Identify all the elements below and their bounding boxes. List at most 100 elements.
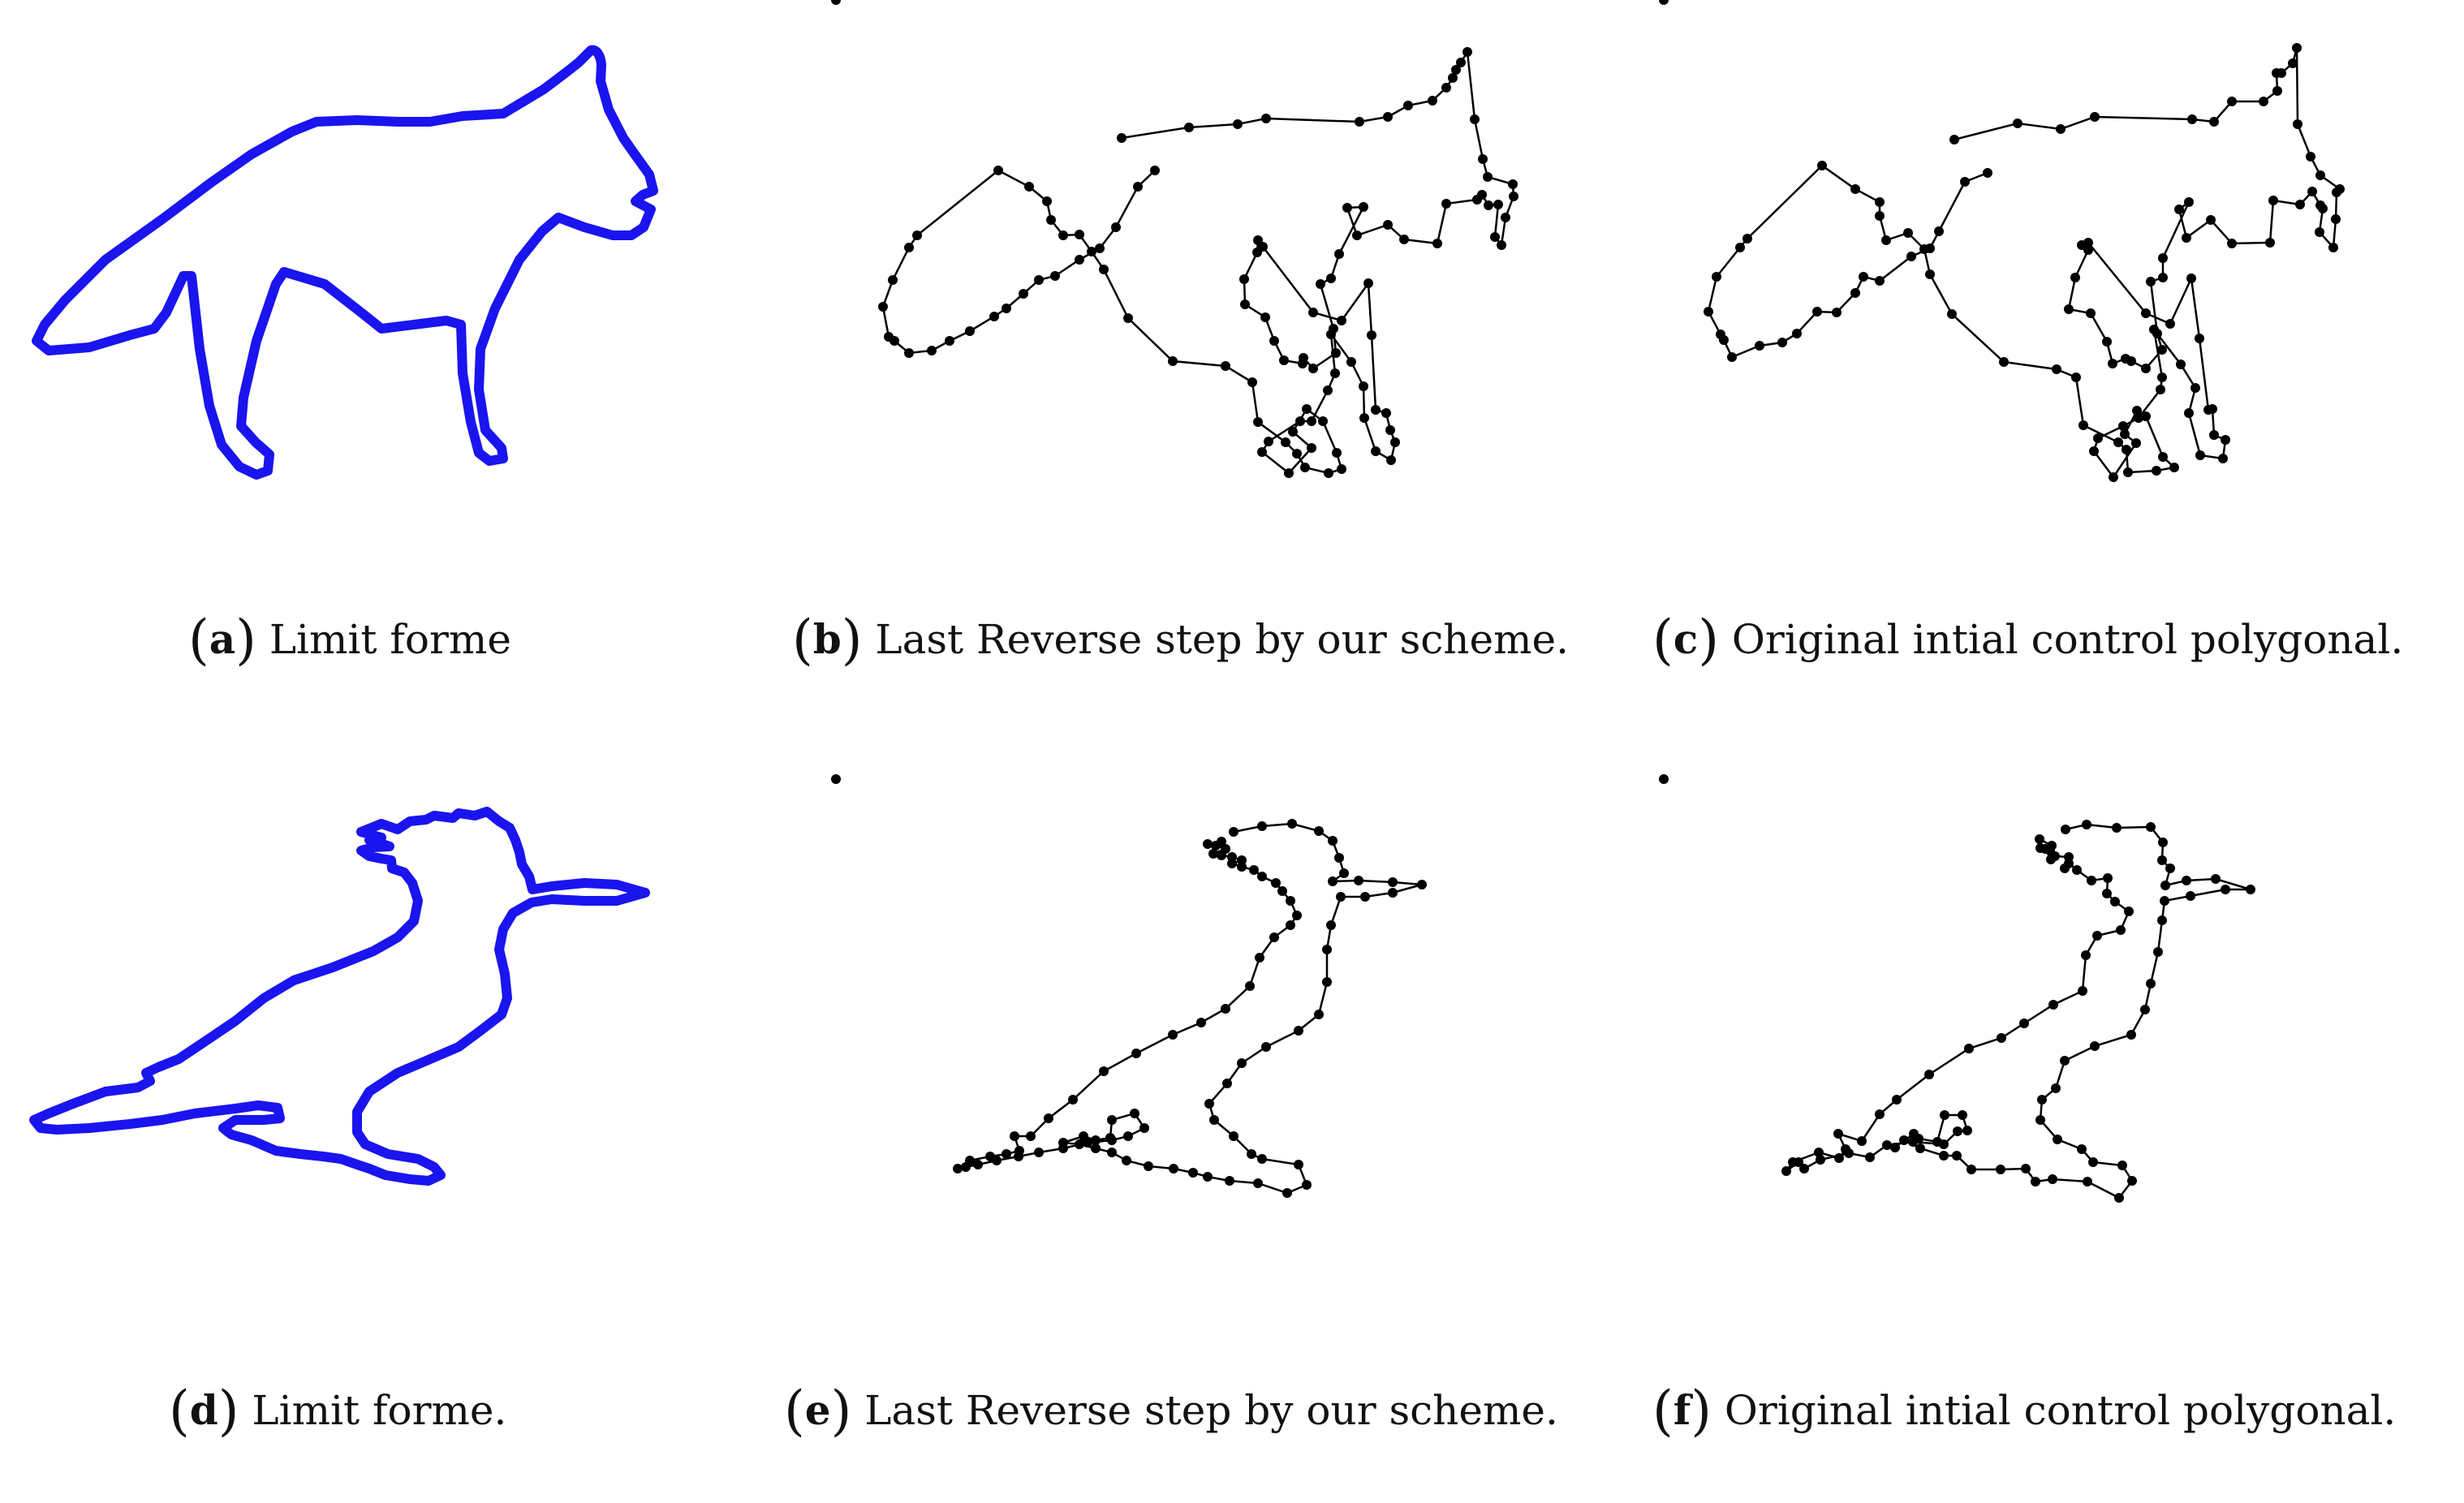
control-point [1966, 1165, 1976, 1174]
control-point [2157, 915, 2167, 925]
bird-control-polygon-e [831, 774, 1427, 1198]
control-point [2112, 823, 2122, 833]
control-point [2108, 359, 2117, 368]
control-point [1111, 222, 1121, 232]
control-point [1363, 278, 1373, 288]
control-point [1300, 463, 1310, 472]
control-point [1107, 1148, 1117, 1157]
control-point [1924, 1070, 1934, 1079]
control-point [888, 275, 898, 285]
control-point [831, 774, 841, 784]
control-point [993, 166, 1003, 175]
control-point [1002, 304, 1011, 313]
control-point [2093, 433, 2103, 443]
control-point [1383, 220, 1393, 230]
fox-limit-curve [32, 45, 658, 480]
control-point [2174, 205, 2184, 214]
control-point [1271, 878, 1281, 888]
control-point [1133, 182, 1143, 192]
control-point [1107, 1135, 1117, 1145]
control-point [2315, 227, 2324, 237]
control-point [2190, 383, 2200, 393]
control-point [1490, 232, 1500, 242]
control-point [2268, 196, 2278, 205]
control-point [2152, 466, 2161, 476]
control-point [2140, 1005, 2150, 1014]
control-point [2211, 874, 2221, 884]
control-point [1322, 977, 1332, 987]
control-point [1087, 247, 1096, 256]
control-point [1451, 65, 1461, 75]
control-point [1892, 1095, 1902, 1105]
control-point [1002, 1149, 1011, 1159]
control-point [1508, 179, 1518, 189]
control-point [2165, 863, 2175, 873]
control-point [904, 348, 914, 358]
control-point [1484, 200, 1493, 210]
control-point [2182, 233, 2191, 243]
bird-limit-curve [29, 807, 650, 1186]
control-point [2088, 1157, 2098, 1167]
control-point [1024, 182, 1034, 192]
control-point [2083, 238, 2093, 248]
control-point [1257, 872, 1267, 881]
control-point [1354, 876, 1363, 885]
control-point [2116, 925, 2126, 935]
control-point [1253, 1178, 1263, 1188]
control-point [2158, 452, 2168, 462]
control-point [1859, 272, 1868, 282]
control-point [1381, 408, 1391, 418]
control-point [1281, 437, 1290, 447]
control-point [2146, 979, 2156, 988]
control-point [1249, 865, 1259, 875]
control-point [2092, 931, 2102, 941]
control-point [2160, 881, 2170, 890]
control-point [1257, 1154, 1267, 1164]
control-point [2132, 406, 2142, 416]
control-point [1255, 953, 1264, 963]
control-point [2048, 1174, 2057, 1184]
control-point [1221, 1004, 1230, 1014]
control-point [1295, 416, 1305, 426]
control-point [1227, 852, 1237, 862]
control-point [1196, 1018, 1206, 1027]
control-point [1865, 1152, 1875, 1162]
control-point [1324, 468, 1333, 478]
caption-text-f: Original intial control polygonal. [1724, 1387, 2397, 1434]
control-point [1388, 877, 1398, 887]
control-point [2089, 446, 2099, 456]
panel-a [0, 0, 812, 568]
control-point [953, 1164, 963, 1174]
control-point [2265, 238, 2275, 248]
control-point [1999, 357, 2009, 367]
control-point [2288, 58, 2298, 68]
control-point [1925, 269, 1935, 279]
control-point [1659, 774, 1669, 784]
control-point [1456, 58, 1466, 67]
control-point [2246, 885, 2255, 894]
control-point [2072, 865, 2082, 875]
panel-c [1659, 0, 2464, 568]
control-point [1441, 83, 1451, 93]
control-point [1221, 844, 1230, 854]
control-point [1399, 235, 1409, 244]
control-point [1258, 242, 1268, 252]
control-point [2046, 855, 2056, 864]
control-point [2110, 897, 2120, 907]
control-point [1403, 101, 1413, 110]
control-point [1330, 368, 1340, 378]
control-point [1042, 196, 1052, 206]
caption-c: (c) Original intial control polygonal. [1652, 609, 2404, 671]
control-point [1441, 199, 1451, 209]
control-point [2158, 838, 2168, 847]
control-point [2209, 430, 2219, 440]
control-point [1383, 112, 1393, 122]
control-point [1371, 446, 1381, 456]
control-point [1314, 1010, 1324, 1019]
control-point [1269, 336, 1279, 346]
control-point [1337, 464, 1346, 474]
label-a: a [209, 615, 236, 663]
control-point [1316, 279, 1325, 289]
control-point [2019, 1019, 2029, 1028]
control-point [878, 302, 888, 312]
